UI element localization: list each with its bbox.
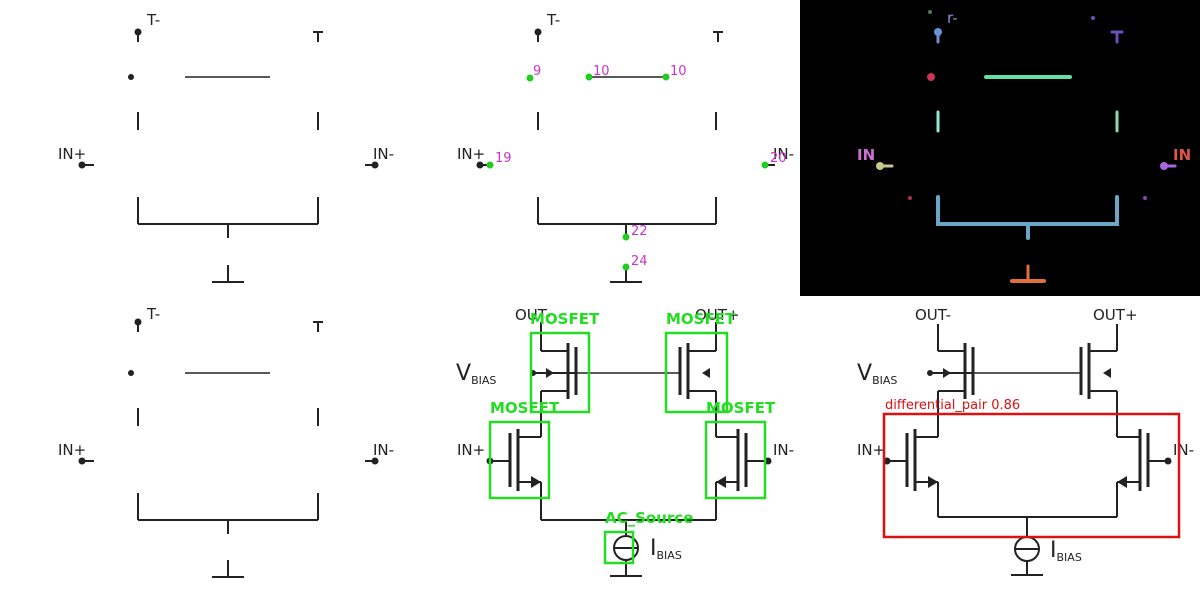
arrow <box>702 368 710 378</box>
keypoint-label: 9 <box>533 64 541 79</box>
arrow <box>716 476 726 488</box>
component-boxes <box>488 331 767 565</box>
terminal-dot <box>476 161 484 169</box>
seg-label-in-minus: IN <box>1173 146 1191 164</box>
keypoint <box>585 73 593 81</box>
arrow <box>1103 368 1111 378</box>
arrow <box>546 368 554 378</box>
terminal-dot <box>371 161 379 169</box>
keypoint-label: 20 <box>770 151 787 166</box>
terminal-dot <box>78 161 86 169</box>
segmentation-masks <box>876 10 1177 283</box>
panel-wires-b-terminals <box>78 318 379 465</box>
ac-source-box <box>603 530 635 565</box>
arrow <box>531 476 541 488</box>
panel-wires-b <box>84 321 375 578</box>
keypoint-label: 10 <box>670 64 687 79</box>
arrow <box>943 368 951 378</box>
label-out-plus: OUT+ <box>1093 306 1138 324</box>
label-t-minus: T- <box>546 11 560 29</box>
panel-components <box>490 322 768 577</box>
mosfet-label: MOSFET <box>706 399 776 417</box>
label-vbias: VBIAS <box>857 361 897 387</box>
keypoint-label: 24 <box>631 254 648 269</box>
differential-pair-box <box>882 412 1181 539</box>
panel-subcircuit-fills <box>883 368 1172 488</box>
mask-speck <box>1091 16 1095 20</box>
keypoint-labels: 9 10 10 19 20 22 24 <box>495 64 787 269</box>
keypoint-markers <box>486 73 769 271</box>
label-in-minus: IN- <box>773 145 794 163</box>
keypoint-label: 22 <box>631 224 648 239</box>
mask-terminal <box>934 28 942 36</box>
mosfet-box <box>488 420 551 500</box>
label-in-minus: IN- <box>373 441 394 459</box>
arrow <box>1117 476 1127 488</box>
arrow <box>928 476 938 488</box>
terminal-dot <box>128 74 134 80</box>
label-in-plus: IN+ <box>58 145 86 163</box>
label-ibias: IBIAS <box>650 536 682 562</box>
terminal-dot <box>78 457 86 465</box>
label-out-plus: OUT+ <box>695 306 740 324</box>
keypoint-label: 10 <box>593 64 610 79</box>
label-in-minus: IN- <box>773 441 794 459</box>
label-out-minus: OUT- <box>515 306 551 324</box>
label-vbias: VBIAS <box>456 361 496 387</box>
panel-keypoints-terminals <box>476 28 542 169</box>
mosfet-label: MOSFET <box>490 399 560 417</box>
label-in-plus: IN+ <box>457 441 485 459</box>
differential-pair-label: differential_pair 0.86 <box>885 398 1020 413</box>
terminal-dot <box>371 457 379 465</box>
label-in-plus: IN+ <box>857 441 885 459</box>
terminal-dot <box>534 28 542 36</box>
label-in-plus: IN+ <box>457 145 485 163</box>
terminal-dot <box>1164 457 1172 465</box>
mosfet-label: MOSFET <box>530 310 600 328</box>
seg-label-in-plus: IN <box>857 146 875 164</box>
keypoint <box>662 73 670 81</box>
mosfet-box <box>704 420 767 500</box>
mosfet-box <box>664 331 729 414</box>
mosfet-label: MOSFET <box>666 310 736 328</box>
label-out-minus: OUT- <box>915 306 951 324</box>
mask-speck <box>928 10 932 14</box>
label-t-minus: T- <box>146 305 160 323</box>
terminal-dot <box>134 28 142 36</box>
keypoint <box>622 263 630 271</box>
panel-wires-a-terminals <box>78 28 379 169</box>
panel-segmentation <box>800 0 1200 296</box>
seg-label-top: r- <box>947 9 958 27</box>
label-ibias: IBIAS <box>1050 538 1082 564</box>
mask-terminal <box>927 73 935 81</box>
label-t-minus: T- <box>146 11 160 29</box>
panel-wires-a <box>84 31 375 283</box>
label-in-minus: IN- <box>1173 441 1194 459</box>
component-box-labels: MOSFET MOSFET MOSFET MOSFET AC_Source <box>490 310 776 527</box>
panel-keypoints <box>482 31 775 283</box>
label-in-minus: IN- <box>373 145 394 163</box>
terminal-dot <box>128 370 134 376</box>
label-in-plus: IN+ <box>58 441 86 459</box>
mask-speck <box>1143 196 1147 200</box>
terminal-dot <box>134 318 142 326</box>
panel-components-fills <box>486 368 772 488</box>
keypoint <box>486 161 494 169</box>
keypoint <box>761 161 769 169</box>
ac-source-label: AC_Source <box>605 509 693 527</box>
keypoint-label: 19 <box>495 151 512 166</box>
terminal-dot <box>927 370 933 376</box>
keypoint <box>526 74 534 82</box>
mosfet-box <box>529 331 591 414</box>
mask-speck <box>908 196 912 200</box>
keypoint <box>622 233 630 241</box>
